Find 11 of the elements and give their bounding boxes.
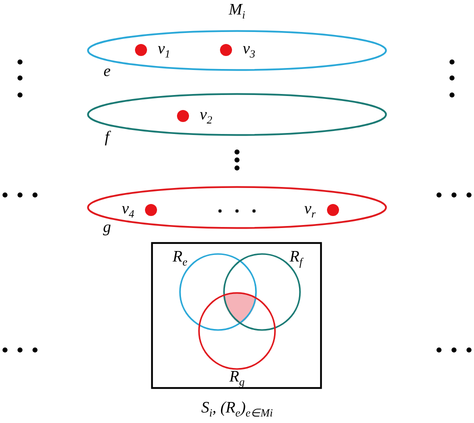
hyperedge-label: e <box>103 64 111 80</box>
vertex-label: v$_{3}$ <box>242 41 256 61</box>
region-label: R$_{f}$ <box>290 249 302 269</box>
hyperedge-label: f <box>104 130 110 146</box>
vertex-label: v$_{r}$ <box>304 201 316 221</box>
vertex-label: v$_{2}$ <box>200 107 212 127</box>
vertex-label: v$_{1}$ <box>158 41 170 61</box>
vertex-label: v$_{4}$ <box>122 201 134 221</box>
set-title: M$_{i}$ <box>228 2 246 22</box>
hyperedge-label: g <box>103 220 111 236</box>
region-label: R$_{e}$ <box>172 249 188 269</box>
